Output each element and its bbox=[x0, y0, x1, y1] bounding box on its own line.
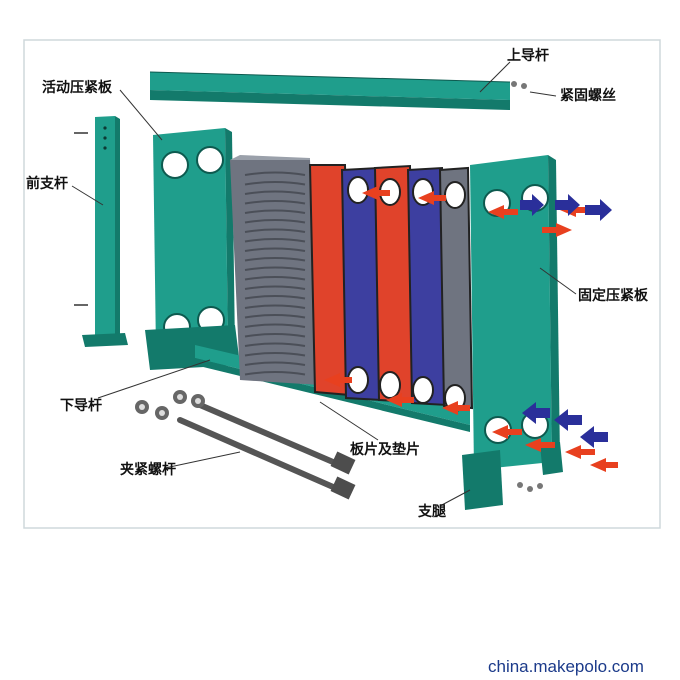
arrow-red-icon bbox=[442, 401, 470, 415]
arrow-red-icon bbox=[525, 438, 555, 452]
flow-arrows bbox=[324, 186, 618, 472]
arrow-red-icon bbox=[362, 186, 390, 200]
plate-ridge bbox=[244, 181, 306, 186]
arrow-blue-icon bbox=[522, 402, 550, 424]
plate-ridge bbox=[244, 171, 306, 176]
diagram-border bbox=[23, 39, 661, 529]
plate-stack bbox=[230, 155, 320, 385]
arrow-red-icon bbox=[386, 393, 414, 407]
plate-ridge bbox=[244, 257, 306, 262]
plate-ridge bbox=[244, 219, 306, 224]
plate-ridge bbox=[244, 352, 306, 357]
arrow-blue-icon bbox=[520, 194, 544, 216]
plate-ridge bbox=[244, 314, 306, 319]
plate-ridges bbox=[244, 171, 306, 376]
plate-ridge bbox=[244, 342, 306, 347]
label-front-support-rod: 前支杆 bbox=[26, 175, 68, 192]
screw-icon bbox=[511, 81, 527, 89]
label-support-leg: 支腿 bbox=[417, 503, 446, 520]
label-plates-and-gaskets: 板片及垫片 bbox=[350, 441, 420, 458]
arrow-red-icon bbox=[590, 458, 618, 472]
label-upper-guide-bar: 上导杆 bbox=[507, 47, 549, 64]
label-lower-guide-bar: 下导杆 bbox=[60, 397, 102, 414]
arrow-red-icon bbox=[418, 191, 446, 205]
clamping-bolts bbox=[135, 390, 356, 500]
arrow-red-icon bbox=[492, 425, 522, 439]
fixed-pressure-plate bbox=[462, 155, 563, 510]
plates-red-blue bbox=[308, 164, 474, 410]
arrow-red-icon bbox=[560, 203, 590, 217]
label-fastening-screw: 紧固螺丝 bbox=[560, 87, 616, 104]
label-movable-pressure-plate: 活动压紧板 bbox=[42, 79, 113, 96]
arrow-blue-icon bbox=[554, 409, 582, 431]
arrow-red-icon bbox=[542, 223, 572, 237]
watermark: china.makepolo.com bbox=[488, 657, 644, 676]
screw-icon bbox=[517, 482, 543, 492]
plate-ridge bbox=[244, 333, 306, 338]
arrow-red-icon bbox=[324, 373, 352, 387]
plate-ridge bbox=[244, 304, 306, 309]
plate-ridge bbox=[244, 285, 306, 290]
movable-pressure-plate bbox=[145, 128, 240, 370]
arrow-blue-icon bbox=[555, 194, 580, 216]
label-clamping-bolt: 夹紧螺杆 bbox=[120, 461, 176, 478]
plate-ridge bbox=[244, 247, 306, 252]
plate-ridge bbox=[244, 238, 306, 243]
plate-ridge bbox=[244, 190, 306, 195]
arrow-red-icon bbox=[565, 445, 595, 459]
arrow-blue-icon bbox=[580, 426, 608, 448]
plate-ridge bbox=[244, 266, 306, 271]
front-support-rod bbox=[82, 116, 128, 347]
plate-ridge bbox=[244, 295, 306, 300]
plate-ridge bbox=[244, 323, 306, 328]
upper-guide-bar bbox=[149, 71, 511, 110]
plate-ridge bbox=[244, 361, 306, 366]
screw-icon bbox=[74, 132, 88, 306]
leader-lines bbox=[71, 61, 577, 507]
plate-ridge bbox=[244, 200, 306, 205]
plate-ridge bbox=[244, 209, 306, 214]
arrow-blue-icon bbox=[585, 199, 612, 221]
plate-ridge bbox=[244, 228, 306, 233]
plate-ridge bbox=[244, 276, 306, 281]
arrow-red-icon bbox=[488, 205, 518, 219]
plate-ridge bbox=[244, 371, 306, 376]
label-fixed-pressure-plate: 固定压紧板 bbox=[578, 287, 649, 304]
